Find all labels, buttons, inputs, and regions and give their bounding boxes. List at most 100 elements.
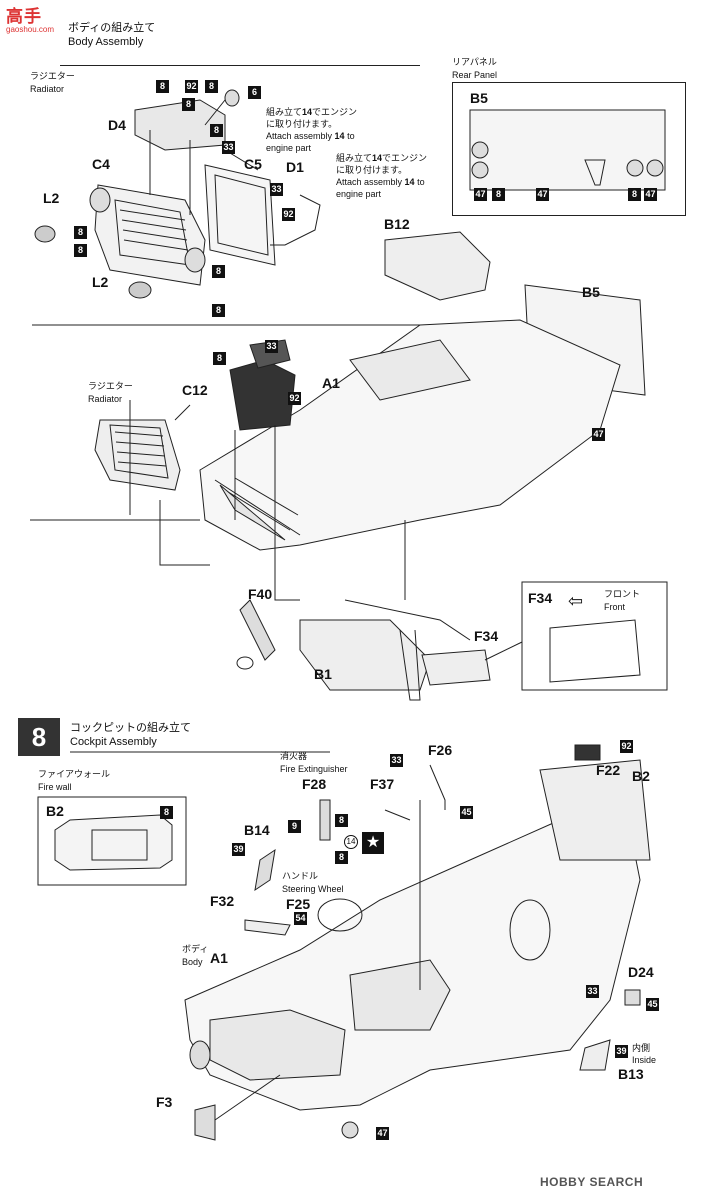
part-f34-box-label: F34 (528, 590, 553, 606)
color-chip: 8 (213, 352, 226, 365)
front-label-en: Front (604, 602, 626, 612)
part-b5-right-label: B5 (582, 284, 600, 300)
color-chip: 92 (288, 392, 301, 405)
color-chip: 8 (74, 226, 87, 239)
color-chip: 47 (592, 428, 605, 441)
step7-rule (60, 65, 420, 66)
step8-number: 8 (18, 718, 60, 756)
color-chip: 8 (335, 814, 348, 827)
part-f37-label: F37 (370, 776, 395, 792)
part-f28-label: F28 (302, 776, 327, 792)
part-f32-label: F32 (210, 893, 235, 909)
body-label-jp: ボディ (182, 945, 209, 955)
part-l2a-label: L2 (43, 190, 60, 206)
note2-en3: engine part (336, 189, 382, 199)
color-chip: 33 (586, 985, 599, 998)
rear-panel-label-jp: リアパネル (452, 58, 497, 68)
part-d24-label: D24 (628, 964, 654, 980)
color-chip: 33 (390, 754, 403, 767)
note1-jp2: でエンジン (312, 107, 358, 117)
color-chip: 47 (644, 188, 657, 201)
hobby-search-logo: HOBBY SEARCH (540, 1175, 643, 1189)
note2-jp3: に取り付けます。 (336, 165, 408, 175)
note1-jp3: に取り付けます。 (266, 119, 338, 129)
inside-label-jp: 内側 (632, 1044, 651, 1054)
part-a1-label: A1 (322, 375, 340, 391)
color-chip: 47 (376, 1127, 389, 1140)
note2-jp: 組み立て (336, 153, 373, 163)
part-a1-cockpit-label: A1 (210, 950, 228, 966)
color-chip: 33 (222, 141, 235, 154)
part-b13-label: B13 (618, 1066, 644, 1082)
part-c4-label: C4 (92, 156, 110, 172)
rear-panel-label-en: Rear Panel (452, 70, 498, 80)
part-l2b-label: L2 (92, 274, 109, 290)
color-chip: 14 (344, 835, 358, 849)
color-chip: 6 (248, 86, 261, 99)
color-chip: 45 (646, 998, 659, 1011)
note2-jp2: でエンジン (382, 153, 428, 163)
color-chip: 39 (615, 1045, 628, 1058)
note1-num: 14 (302, 107, 313, 117)
part-f40-label: F40 (248, 586, 273, 602)
note2-en2: to (417, 177, 425, 187)
radiator2-label-en: Radiator (88, 394, 123, 404)
radiator2-label-jp: ラジエター (88, 382, 133, 392)
part-b14-label: B14 (244, 822, 270, 838)
front-arrow-icon: ⇦ (568, 591, 584, 611)
rear-panel-box (452, 82, 686, 216)
step7-title-jp: ボディの組み立て (68, 21, 156, 34)
part-b5-label: B5 (470, 90, 488, 106)
body-label-en: Body (182, 957, 203, 967)
radiator-label-jp: ラジエター (30, 72, 75, 82)
color-chip: 8 (628, 188, 641, 201)
note2-en: Attach assembly (336, 177, 403, 187)
extinguisher-label-jp: 消火器 (280, 752, 308, 762)
step8-title-jp: コックピットの組み立て (70, 721, 191, 734)
color-chip: 8 (205, 80, 218, 93)
color-chip: 8 (182, 98, 195, 111)
part-d4-label: D4 (108, 117, 126, 133)
note1-en3: engine part (266, 143, 312, 153)
star-icon: ★ (362, 832, 384, 854)
hobby-search-text: HOBBY SEARCH (540, 1175, 644, 1189)
color-chip: 8 (335, 851, 348, 864)
note1-en2: to (347, 131, 355, 141)
part-f3-label: F3 (156, 1094, 173, 1110)
color-chip: 45 (460, 806, 473, 819)
watermark-logo: 高手 gaoshou.com (6, 2, 76, 34)
color-chip: 92 (620, 740, 633, 753)
part-b1-label: B1 (314, 666, 332, 682)
part-f34-label: F34 (474, 628, 499, 644)
firewall-label-jp: ファイアウォール (38, 770, 111, 780)
attach-note-2: 組み立て14でエンジン に取り付けます。 Attach assembly 14 … (336, 152, 446, 200)
color-chip: 8 (492, 188, 505, 201)
part-d1-label: D1 (286, 159, 304, 175)
firewall-label-en: Fire wall (38, 782, 72, 792)
color-chip: 9 (288, 820, 301, 833)
steering-label-en: Steering Wheel (282, 884, 344, 894)
color-chip: 8 (160, 806, 173, 819)
color-chip: 54 (294, 912, 307, 925)
part-b12-label: B12 (384, 216, 410, 232)
attach-note-1: 組み立て14でエンジン に取り付けます。 Attach assembly 14 … (266, 106, 446, 154)
color-chip: 33 (270, 183, 283, 196)
part-f22-label: F22 (596, 762, 621, 778)
inside-label-en: Inside (632, 1055, 657, 1065)
part-b2-firewall-label: B2 (46, 803, 64, 819)
step7-title-en: Body Assembly (68, 36, 144, 48)
color-chip: 33 (265, 340, 278, 353)
color-chip: 92 (185, 80, 198, 93)
color-chip: 8 (210, 124, 223, 137)
note2-num: 14 (372, 153, 383, 163)
part-c12-label: C12 (182, 382, 208, 398)
watermark-text: 高手 (6, 7, 42, 27)
note1-num-en: 14 (334, 131, 345, 141)
extinguisher-label-en: Fire Extinguisher (280, 764, 348, 774)
front-label-jp: フロント (604, 590, 641, 600)
note1-jp: 組み立て (266, 107, 303, 117)
color-chip: 39 (232, 843, 245, 856)
part-c5-label: C5 (244, 156, 262, 172)
steering-label-jp: ハンドル (282, 872, 319, 882)
